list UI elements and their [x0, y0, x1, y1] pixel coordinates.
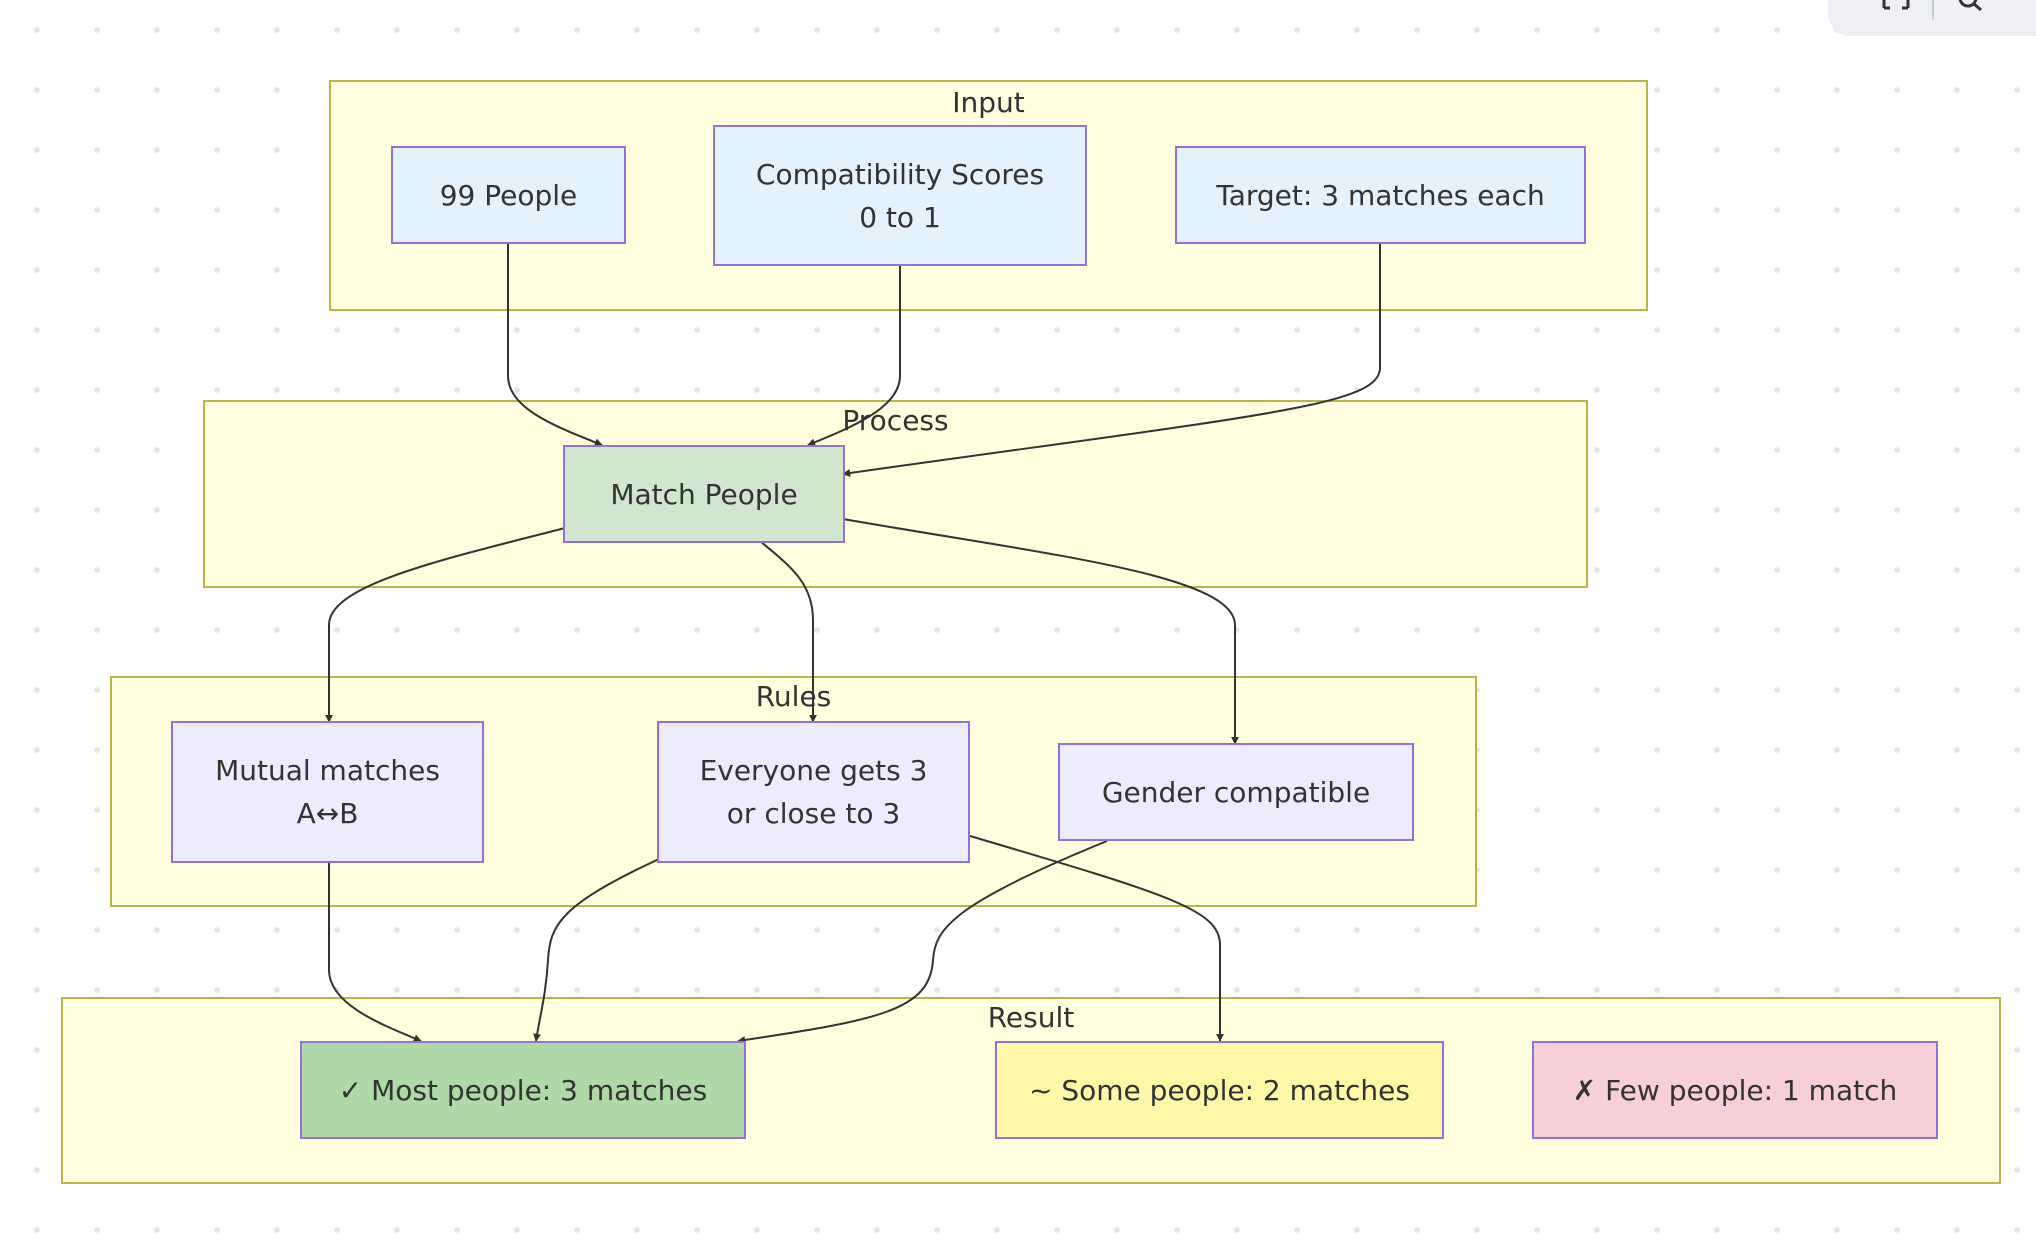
node-result-some[interactable]: ~ Some people: 2 matches	[995, 1041, 1444, 1139]
node-result-most[interactable]: ✓ Most people: 3 matches	[300, 1041, 746, 1139]
node-gender-compatible[interactable]: Gender compatible	[1058, 743, 1414, 841]
node-compatibility-scores[interactable]: Compatibility Scores 0 to 1	[713, 125, 1087, 266]
zoom-icon[interactable]	[1954, 0, 1990, 20]
toolbar-divider	[1932, 0, 1934, 20]
node-everyone-gets-3[interactable]: Everyone gets 3 or close to 3	[657, 721, 970, 863]
cluster-input-label: Input	[952, 86, 1025, 119]
cluster-result-label: Result	[987, 1001, 1075, 1034]
cluster-process-label: Process	[842, 404, 949, 437]
node-target-matches[interactable]: Target: 3 matches each	[1175, 146, 1586, 244]
node-result-few[interactable]: ✗ Few people: 1 match	[1532, 1041, 1938, 1139]
cluster-process: Process	[203, 400, 1588, 588]
cluster-rules-label: Rules	[755, 680, 832, 713]
node-match-people[interactable]: Match People	[563, 445, 845, 543]
node-99-people[interactable]: 99 People	[391, 146, 626, 244]
fit-view-icon[interactable]	[1878, 0, 1914, 20]
diagram-toolbar	[1828, 0, 2036, 36]
node-mutual-matches[interactable]: Mutual matches A↔B	[171, 721, 484, 863]
